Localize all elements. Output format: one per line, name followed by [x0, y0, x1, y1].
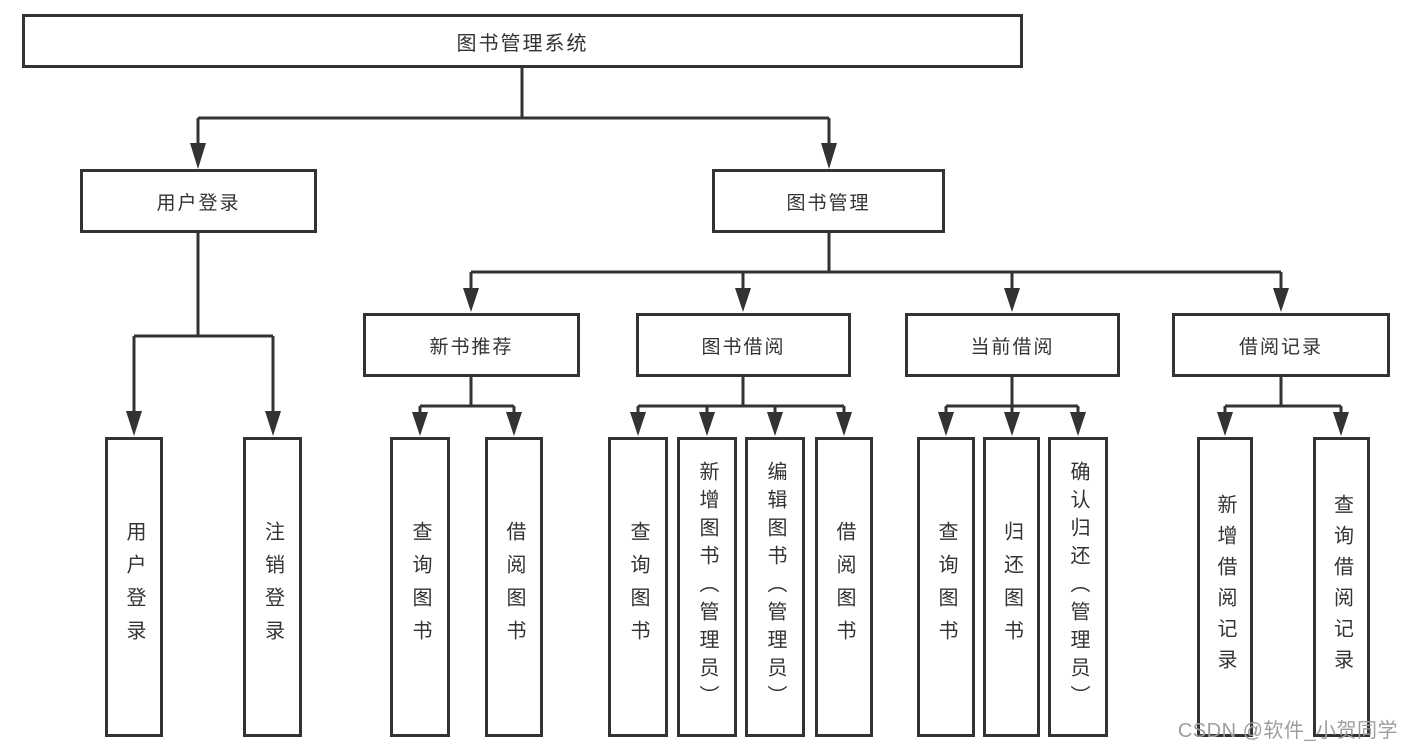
leaf-borrow-books-recommend: 借阅图书 [485, 437, 543, 737]
leaf-query-books-recommend: 查询图书 [390, 437, 450, 737]
leaf-confirm-return-admin: 确认归还（管理员） [1048, 437, 1108, 737]
node-library-system: 图书管理系统 [22, 14, 1023, 68]
node-borrow-records: 借阅记录 [1172, 313, 1390, 377]
watermark: CSDN @软件_小贺同学 [1177, 720, 1398, 742]
node-book-management: 图书管理 [712, 169, 945, 233]
leaf-edit-books-admin: 编辑图书（管理员） [745, 437, 805, 737]
leaf-user-login: 用户登录 [105, 437, 163, 737]
leaf-query-borrow-record: 查询借阅记录 [1313, 437, 1370, 737]
leaf-borrow-books: 借阅图书 [815, 437, 873, 737]
leaf-add-books-admin: 新增图书（管理员） [677, 437, 737, 737]
leaf-query-books-borrow: 查询图书 [608, 437, 668, 737]
node-current-borrow: 当前借阅 [905, 313, 1120, 377]
leaf-query-books-current: 查询图书 [917, 437, 975, 737]
leaf-add-borrow-record: 新增借阅记录 [1197, 437, 1253, 737]
node-book-borrow: 图书借阅 [636, 313, 851, 377]
node-new-book-recommend: 新书推荐 [363, 313, 580, 377]
leaf-return-books: 归还图书 [983, 437, 1040, 737]
leaf-logout: 注销登录 [243, 437, 302, 737]
node-user-login: 用户登录 [80, 169, 317, 233]
